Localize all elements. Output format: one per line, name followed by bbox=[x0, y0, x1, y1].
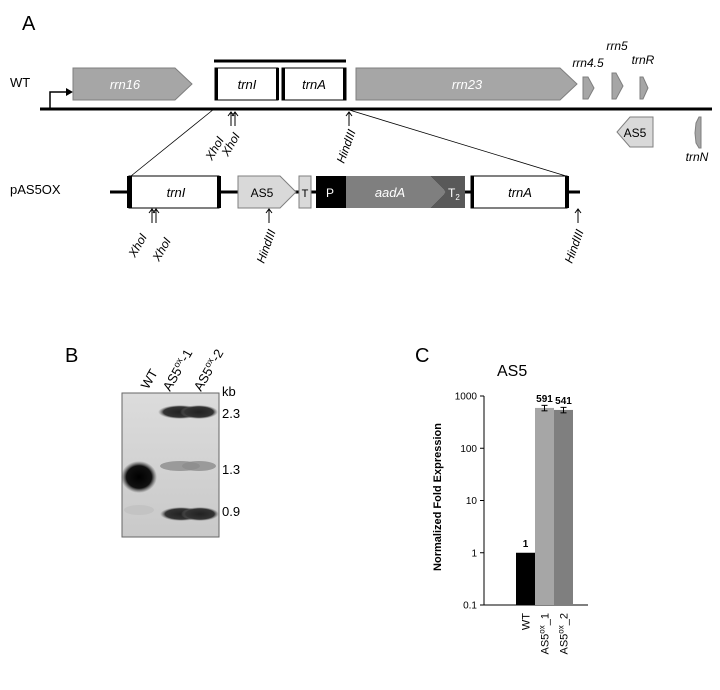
construct-gene-trnA-label: trnA bbox=[508, 185, 532, 200]
bar-2 bbox=[554, 409, 573, 605]
construct-terminator-t2 bbox=[430, 176, 465, 208]
gene-rrn4-5 bbox=[582, 76, 595, 100]
zoom-line-right bbox=[345, 108, 567, 177]
wt-hindiii-site-arrow bbox=[345, 111, 353, 126]
construct-hindiii-label-2: HindIII bbox=[562, 227, 587, 265]
x-tick-label-0: WT bbox=[521, 613, 533, 630]
data-label-2: 541 bbox=[555, 396, 572, 407]
blot-band-ox2-0-9 bbox=[181, 507, 219, 521]
gene-trnN bbox=[694, 116, 702, 149]
gene-trnI-label: trnI bbox=[238, 77, 257, 92]
blot-unit-label: kb bbox=[222, 384, 236, 399]
construct-terminator-t2-label: T2 bbox=[448, 186, 460, 202]
gene-trnA-label: trnA bbox=[302, 77, 326, 92]
bar-1 bbox=[535, 407, 554, 605]
construct-xhol-label-2: XhoI bbox=[149, 235, 174, 265]
gene-rrn23 bbox=[355, 67, 578, 101]
construct-xhol-site-arrows bbox=[148, 208, 160, 223]
wt-xhol-site-arrows bbox=[227, 111, 239, 126]
y-tick-label-4: 1000 bbox=[455, 392, 478, 403]
chart-title: AS5 bbox=[497, 363, 527, 380]
wt-xhol-label-2: XhoI bbox=[218, 130, 243, 160]
svg-text:AS5ox-2: AS5ox-2 bbox=[190, 346, 227, 394]
svg-text:WT: WT bbox=[138, 366, 161, 391]
panel-a-label: A bbox=[22, 13, 36, 35]
y-tick-label-0: 0.1 bbox=[463, 601, 477, 612]
blot-marker-1-3: 1.3 bbox=[222, 462, 240, 477]
gene-as5-wt-label: AS5 bbox=[624, 126, 647, 140]
construct-terminator-t bbox=[298, 175, 312, 209]
construct-promoter-p-label: P bbox=[326, 186, 334, 200]
zoom-line-left bbox=[130, 108, 215, 177]
construct-label: pAS5OX bbox=[10, 182, 61, 197]
construct-hindiii-site-arrow-1 bbox=[265, 208, 273, 223]
bar-0 bbox=[516, 552, 535, 605]
wt-hindiii-label: HindIII bbox=[334, 127, 359, 165]
construct-gene-aadA bbox=[346, 176, 446, 208]
data-label-0: 1 bbox=[523, 539, 529, 550]
blot-marker-0-9: 0.9 bbox=[222, 504, 240, 519]
blot-lane-label-1: WT bbox=[138, 366, 161, 391]
gene-trnR-label: trnR bbox=[632, 53, 655, 67]
gene-trnI bbox=[214, 67, 279, 101]
promoter-arrowhead-icon bbox=[66, 88, 73, 96]
blot-band-ox2-1-3 bbox=[182, 461, 216, 471]
y-tick-label-1: 1 bbox=[471, 548, 477, 559]
construct-hindiii-site-arrow-2 bbox=[574, 208, 582, 223]
gene-as5-wt bbox=[616, 116, 654, 148]
gene-rrn4-5-label: rrn4.5 bbox=[572, 56, 604, 70]
panel-c-label: C bbox=[415, 345, 429, 367]
gene-rrn23-label: rrn23 bbox=[452, 77, 483, 92]
blot-lane-label-3: AS5ox-2 bbox=[190, 346, 227, 394]
blot-band-ox2-2-3 bbox=[180, 405, 218, 419]
blot-marker-2-3: 2.3 bbox=[222, 406, 240, 421]
construct-gene-aadA-label: aadA bbox=[375, 185, 405, 200]
promoter-arrow bbox=[49, 91, 66, 109]
construct-hindiii-label-1: HindIII bbox=[254, 227, 279, 265]
data-label-1: 591 bbox=[536, 394, 553, 405]
gene-rrn16 bbox=[72, 67, 193, 101]
construct-gene-trnA bbox=[470, 175, 568, 209]
construct-gene-as5 bbox=[237, 175, 297, 209]
gene-rrn16-label: rrn16 bbox=[110, 77, 141, 92]
gene-rrn5 bbox=[611, 72, 624, 100]
gene-rrn5-label: rrn5 bbox=[606, 39, 628, 53]
panel-b-label: B bbox=[65, 345, 78, 367]
construct-gene-trnI-label: trnI bbox=[167, 185, 186, 200]
construct-gene-as5-label: AS5 bbox=[251, 186, 274, 200]
construct-promoter-p bbox=[316, 176, 346, 208]
gene-trnR bbox=[639, 76, 649, 100]
x-tick-label-1: AS5ox_1 bbox=[538, 613, 552, 655]
y-tick-label-3: 100 bbox=[460, 444, 477, 455]
blot-band-wt-1-3 bbox=[121, 461, 157, 493]
construct-terminator-t-label: T bbox=[302, 188, 309, 200]
x-tick-label-2: AS5ox_2 bbox=[557, 613, 571, 655]
chart-y-axis-label: Normalized Fold Expression bbox=[432, 423, 444, 571]
wt-label: WT bbox=[10, 75, 30, 90]
construct-xhol-label-1: XhoI bbox=[125, 231, 150, 261]
gene-trnN-label: trnN bbox=[686, 150, 709, 164]
y-tick-label-2: 10 bbox=[466, 496, 478, 507]
